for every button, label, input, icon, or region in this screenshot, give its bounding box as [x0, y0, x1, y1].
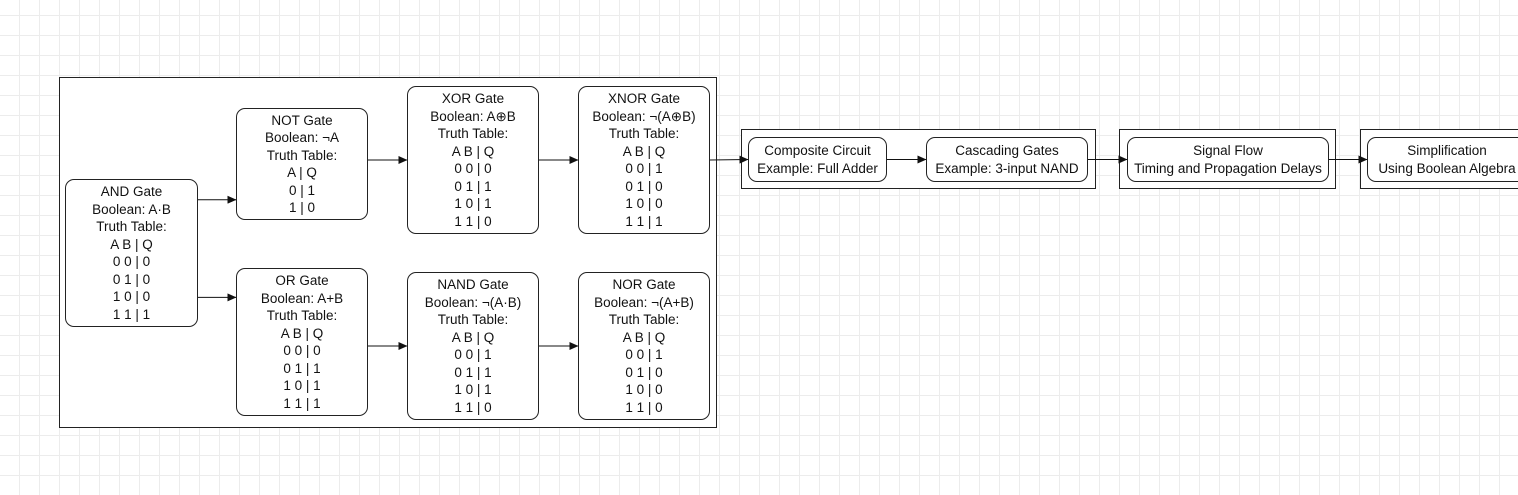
node-title: XNOR Gate — [607, 91, 681, 106]
node-title: NOT Gate — [271, 112, 333, 128]
truth-table-row: 1 0 | 1 — [454, 196, 492, 211]
node-subtitle: Example: 3-input NAND — [935, 160, 1079, 176]
truth-table-row: 0 0 | 0 — [283, 343, 321, 358]
truth-table-row: 0 0 | 0 — [112, 254, 151, 269]
node-title: AND Gate — [100, 184, 163, 199]
boolean-expression: Boolean: ¬(A·B) — [424, 294, 522, 310]
node-title: OR Gate — [275, 273, 329, 288]
xor-gate-node[interactable]: XOR Gate Boolean: A⊕B Truth Table: A B |… — [407, 86, 539, 234]
nor-gate-node[interactable]: NOR Gate Boolean: ¬(A+B) Truth Table: A … — [578, 272, 710, 420]
composite-circuit-node[interactable]: Composite Circuit Example: Full Adder — [748, 137, 887, 182]
node-title: NOR Gate — [612, 277, 676, 292]
truth-table-header: A B | Q — [280, 325, 324, 341]
truth-table-header: A B | Q — [451, 329, 495, 345]
simplification-node[interactable]: Simplification Using Boolean Algebra — [1367, 137, 1518, 182]
truth-table-header: A B | Q — [622, 143, 666, 159]
xnor-gate-node[interactable]: XNOR Gate Boolean: ¬(A⊕B) Truth Table: A… — [578, 86, 710, 234]
nand-gate-node[interactable]: NAND Gate Boolean: ¬(A·B) Truth Table: A… — [407, 272, 539, 420]
truth-table-row: 0 1 | 0 — [625, 178, 663, 194]
or-gate-node[interactable]: OR Gate Boolean: A+B Truth Table: A B | … — [236, 268, 368, 416]
truth-table-row: 0 0 | 1 — [454, 347, 492, 362]
boolean-expression: Boolean: A⊕B — [430, 108, 516, 124]
truth-table-row: 1 0 | 1 — [283, 378, 321, 393]
truth-table-row: 0 0 | 1 — [625, 347, 663, 362]
boolean-expression: Boolean: A·B — [92, 201, 171, 217]
not-gate-node[interactable]: NOT Gate Boolean: ¬A Truth Table: A | Q … — [236, 108, 368, 220]
truth-table-row: 0 1 | 1 — [454, 178, 492, 194]
truth-table-row: 0 1 | 1 — [283, 360, 321, 376]
node-title: Cascading Gates — [955, 143, 1059, 158]
truth-table-row: 0 | 1 — [288, 182, 316, 198]
truth-table-row: 1 1 | 0 — [454, 213, 492, 229]
truth-table-header: A B | Q — [110, 236, 153, 252]
truth-table-row: 1 0 | 1 — [454, 382, 492, 397]
truth-table-row: 0 0 | 0 — [454, 161, 492, 176]
truth-table-label: Truth Table: — [96, 219, 167, 234]
truth-table-header: A B | Q — [451, 143, 495, 159]
truth-table-row: 1 | 0 — [288, 200, 316, 215]
truth-table-label: Truth Table: — [266, 308, 338, 323]
node-title: Composite Circuit — [764, 143, 871, 158]
truth-table-label: Truth Table: — [437, 126, 509, 141]
truth-table-row: 0 0 | 1 — [625, 161, 663, 176]
truth-table-row: 1 1 | 0 — [454, 399, 492, 415]
node-subtitle: Example: Full Adder — [757, 160, 878, 176]
truth-table-label: Truth Table: — [608, 312, 680, 327]
node-title: XOR Gate — [441, 91, 505, 106]
truth-table-row: 1 0 | 0 — [625, 382, 663, 397]
boolean-expression: Boolean: ¬(A⊕B) — [592, 108, 696, 124]
truth-table-row: 0 1 | 0 — [625, 364, 663, 380]
boolean-expression: Boolean: ¬(A+B) — [594, 294, 694, 310]
truth-table-row: 1 1 | 0 — [625, 399, 663, 415]
node-subtitle: Using Boolean Algebra — [1378, 160, 1516, 176]
node-title: NAND Gate — [437, 277, 509, 292]
truth-table-header: A B | Q — [622, 329, 666, 345]
truth-table-label: Truth Table: — [437, 312, 509, 327]
signal-flow-node[interactable]: Signal Flow Timing and Propagation Delay… — [1127, 137, 1329, 182]
truth-table-row: 1 1 | 1 — [283, 395, 321, 411]
truth-table-row: 0 1 | 1 — [454, 364, 492, 380]
boolean-expression: Boolean: A+B — [260, 290, 344, 306]
cascading-gates-node[interactable]: Cascading Gates Example: 3-input NAND — [926, 137, 1088, 182]
truth-table-row: 1 1 | 1 — [625, 213, 663, 229]
truth-table-row: 1 0 | 0 — [112, 289, 151, 304]
boolean-expression: Boolean: ¬A — [265, 130, 339, 145]
truth-table-label: Truth Table: — [266, 147, 338, 163]
truth-table-label: Truth Table: — [608, 126, 680, 141]
and-gate-node[interactable]: AND Gate Boolean: A·B Truth Table: A B |… — [65, 179, 198, 327]
node-title: Simplification — [1407, 143, 1487, 158]
node-subtitle: Timing and Propagation Delays — [1134, 160, 1322, 176]
truth-table-row: 1 0 | 0 — [625, 196, 663, 211]
truth-table-header: A | Q — [287, 165, 317, 180]
node-title: Signal Flow — [1193, 143, 1263, 158]
truth-table-row: 1 1 | 1 — [112, 306, 151, 322]
truth-table-row: 0 1 | 0 — [112, 271, 151, 287]
